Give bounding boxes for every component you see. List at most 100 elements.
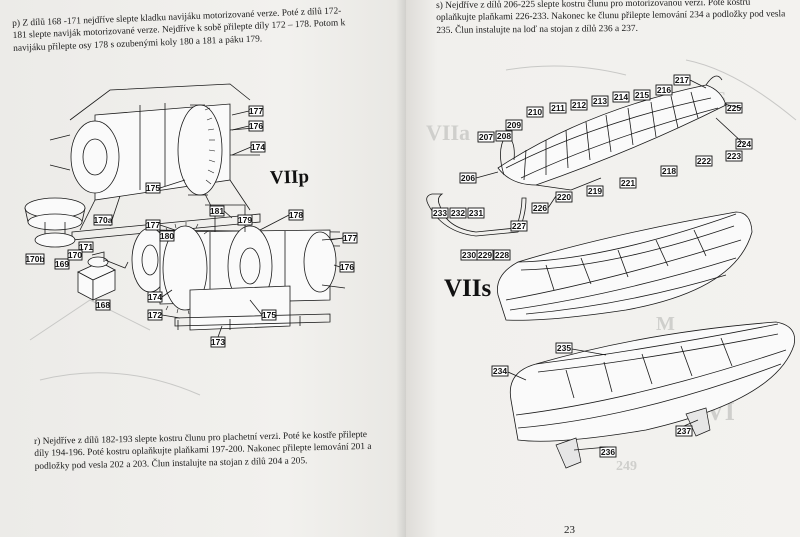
svg-text:221: 221 (621, 178, 635, 188)
page-number: 23 (564, 524, 575, 536)
callout-label: 222 (695, 155, 713, 167)
callout-label: 177 (248, 105, 264, 117)
callout-label: 209 (505, 119, 523, 131)
callout-label: 178 (288, 209, 304, 221)
boat-frame (497, 75, 727, 191)
callout-label: 221 (619, 177, 637, 189)
svg-text:206: 206 (461, 173, 475, 183)
callout-label: 229 (476, 249, 494, 261)
svg-text:170b: 170b (25, 254, 44, 264)
motor-block (77, 251, 129, 301)
svg-text:VIIa: VIIa (426, 120, 470, 145)
callout-label: 210 (526, 106, 544, 118)
winch-upper (49, 83, 261, 241)
capstan-part (24, 197, 86, 248)
svg-text:226: 226 (533, 203, 547, 213)
planked-boat (497, 211, 753, 321)
svg-text:228: 228 (495, 250, 509, 260)
svg-text:181: 181 (210, 206, 224, 216)
callout-label: 217 (673, 74, 691, 86)
svg-text:175: 175 (146, 183, 160, 193)
callout-label: 220 (555, 191, 573, 203)
svg-text:215: 215 (635, 90, 649, 100)
callout-label: 181 (209, 205, 225, 217)
svg-text:234: 234 (493, 366, 507, 376)
svg-text:236: 236 (601, 447, 615, 457)
callout-label: 175 (145, 182, 161, 194)
svg-text:212: 212 (572, 100, 586, 110)
svg-text:170: 170 (68, 250, 82, 260)
svg-text:171: 171 (79, 242, 93, 252)
svg-text:173: 173 (211, 337, 225, 347)
svg-text:176: 176 (249, 121, 263, 131)
callout-label: 231 (467, 207, 485, 219)
left-page: p) Z dílů 168 -171 nejdříve slepte kladk… (0, 0, 408, 537)
section-label-viip: VIIp (269, 166, 310, 189)
callout-label: 214 (612, 91, 630, 103)
svg-text:214: 214 (614, 92, 628, 102)
svg-text:227: 227 (512, 221, 526, 231)
callout-label: 233 (431, 207, 449, 219)
callout-label: 170a (94, 214, 113, 226)
callout-label: 168 (95, 299, 111, 311)
callout-label: 173 (210, 336, 226, 348)
callout-label: 237 (675, 425, 693, 437)
callout-label: 175 (261, 309, 277, 321)
svg-text:229: 229 (478, 250, 492, 260)
callout-label: 206 (459, 172, 477, 184)
svg-text:219: 219 (588, 186, 602, 196)
callout-label: 213 (591, 95, 609, 107)
callout-label: 216 (655, 84, 673, 96)
svg-text:169: 169 (55, 259, 69, 269)
svg-text:174: 174 (148, 292, 162, 302)
callout-label: 235 (555, 342, 573, 354)
callout-label: 172 (147, 309, 163, 321)
svg-text:174: 174 (251, 142, 265, 152)
callout-label: 171 (78, 241, 94, 253)
svg-text:225: 225 (727, 103, 741, 113)
svg-text:176: 176 (340, 262, 354, 272)
svg-text:224: 224 (737, 139, 751, 149)
svg-text:220: 220 (557, 192, 571, 202)
svg-text:180: 180 (160, 231, 174, 241)
paragraph-r: r) Nejdříve z dílů 182-193 slepte kostru… (34, 430, 372, 472)
svg-text:178: 178 (289, 210, 303, 220)
callout-label: 177 (145, 219, 161, 231)
svg-text:177: 177 (146, 220, 160, 230)
callout-label: 211 (549, 102, 567, 114)
svg-text:222: 222 (697, 156, 711, 166)
svg-text:232: 232 (451, 208, 465, 218)
svg-text:217: 217 (675, 75, 689, 85)
svg-text:208: 208 (497, 131, 511, 141)
svg-text:213: 213 (593, 96, 607, 106)
callouts-right: 217 216 215 214 213 212 211 210 209 208 … (431, 74, 753, 458)
svg-text:177: 177 (249, 106, 263, 116)
callout-label: 226 (531, 202, 549, 214)
finished-boat (509, 321, 795, 469)
callout-label: 169 (54, 258, 70, 270)
callout-label: 225 (725, 102, 743, 114)
svg-text:M: M (656, 313, 675, 335)
callout-label: 230 (460, 249, 478, 261)
callout-label: 176 (339, 261, 355, 273)
callout-label: 218 (660, 165, 678, 177)
svg-text:249: 249 (616, 459, 637, 474)
callout-label: 223 (725, 150, 743, 162)
callout-label: 236 (599, 446, 617, 458)
svg-text:216: 216 (657, 85, 671, 95)
svg-text:177: 177 (343, 233, 357, 243)
winch-illustration: 177 176 174 175 177 181 178 179 180 177 … (24, 83, 358, 396)
svg-text:172: 172 (148, 310, 162, 320)
svg-text:175: 175 (262, 310, 276, 320)
svg-text:211: 211 (551, 103, 565, 113)
callout-label: 170b (25, 253, 45, 265)
svg-text:170a: 170a (94, 215, 113, 225)
callout-label: 207 (477, 131, 495, 143)
svg-text:168: 168 (96, 300, 110, 310)
callout-label: 227 (510, 220, 528, 232)
section-label-viis: VIIs (444, 275, 492, 302)
callout-label: 174 (147, 291, 163, 303)
svg-text:179: 179 (238, 215, 252, 225)
svg-text:207: 207 (479, 132, 493, 142)
callout-label: 177 (342, 232, 358, 244)
